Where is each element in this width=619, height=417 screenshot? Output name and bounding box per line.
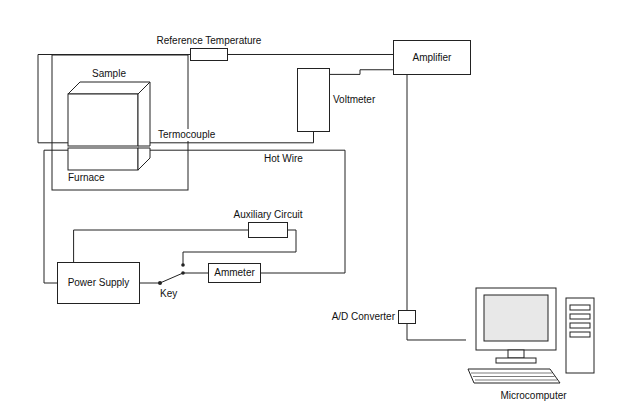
sample-block: Sample (68, 82, 150, 146)
wire (140, 273, 208, 283)
ammeter-box: Ammeter (208, 263, 261, 283)
wire (407, 75, 408, 310)
node-label: Power Supply (68, 277, 130, 289)
furnace-drawing (68, 148, 150, 170)
furnace-enclosure (52, 55, 188, 190)
node-label: A/D Converter (332, 311, 395, 323)
drive-slot (570, 314, 590, 319)
power-supply-box: Power Supply (57, 262, 140, 304)
voltmeter-box: Voltmeter (297, 68, 330, 132)
switch-contact (181, 263, 185, 267)
furnace-block: Furnace (68, 148, 150, 170)
key-row (473, 376, 555, 377)
wire-label: Termocouple (156, 129, 217, 141)
drive-slot (570, 323, 590, 328)
monitor-screen (484, 295, 548, 341)
wire (150, 150, 345, 273)
reference-box: Reference Temperature (190, 48, 228, 61)
wire-label: Hot Wire (262, 153, 305, 165)
amplifier-box: Amplifier (393, 40, 471, 75)
tower-case (566, 298, 594, 373)
node-label: Furnace (68, 172, 105, 184)
key-row (471, 373, 552, 374)
wire (228, 54, 393, 55)
auxiliary-box: Auxiliary Circuit (248, 222, 288, 238)
monitor-case (476, 288, 556, 350)
keyboard (468, 369, 560, 383)
node-label: Auxiliary Circuit (233, 209, 303, 221)
monitor-neck (508, 350, 524, 358)
wire (330, 70, 393, 75)
wire (74, 230, 248, 262)
monitor-base (496, 358, 536, 363)
computer-icon: Microcomputer (466, 283, 601, 401)
converter-box: A/D Converter (398, 310, 416, 324)
block-front-face (68, 148, 138, 170)
block-side-face (138, 82, 150, 146)
node-label: Reference Temperature (157, 35, 262, 47)
block-side-face (138, 148, 150, 170)
sample-drawing (68, 82, 150, 146)
node-label: Ammeter (214, 267, 255, 279)
node-label: Sample (92, 68, 126, 80)
block-front-face (68, 94, 138, 146)
drive-slot (570, 305, 590, 310)
wire (407, 324, 466, 340)
key-row (475, 380, 557, 381)
block-top-face (68, 82, 150, 94)
switch-label: Key (158, 288, 179, 300)
drive-slot (570, 332, 590, 337)
computer-drawing (466, 283, 601, 401)
node-label: Voltmeter (333, 94, 375, 106)
node-label: Microcomputer (466, 390, 601, 402)
node-label: Amplifier (413, 52, 452, 64)
